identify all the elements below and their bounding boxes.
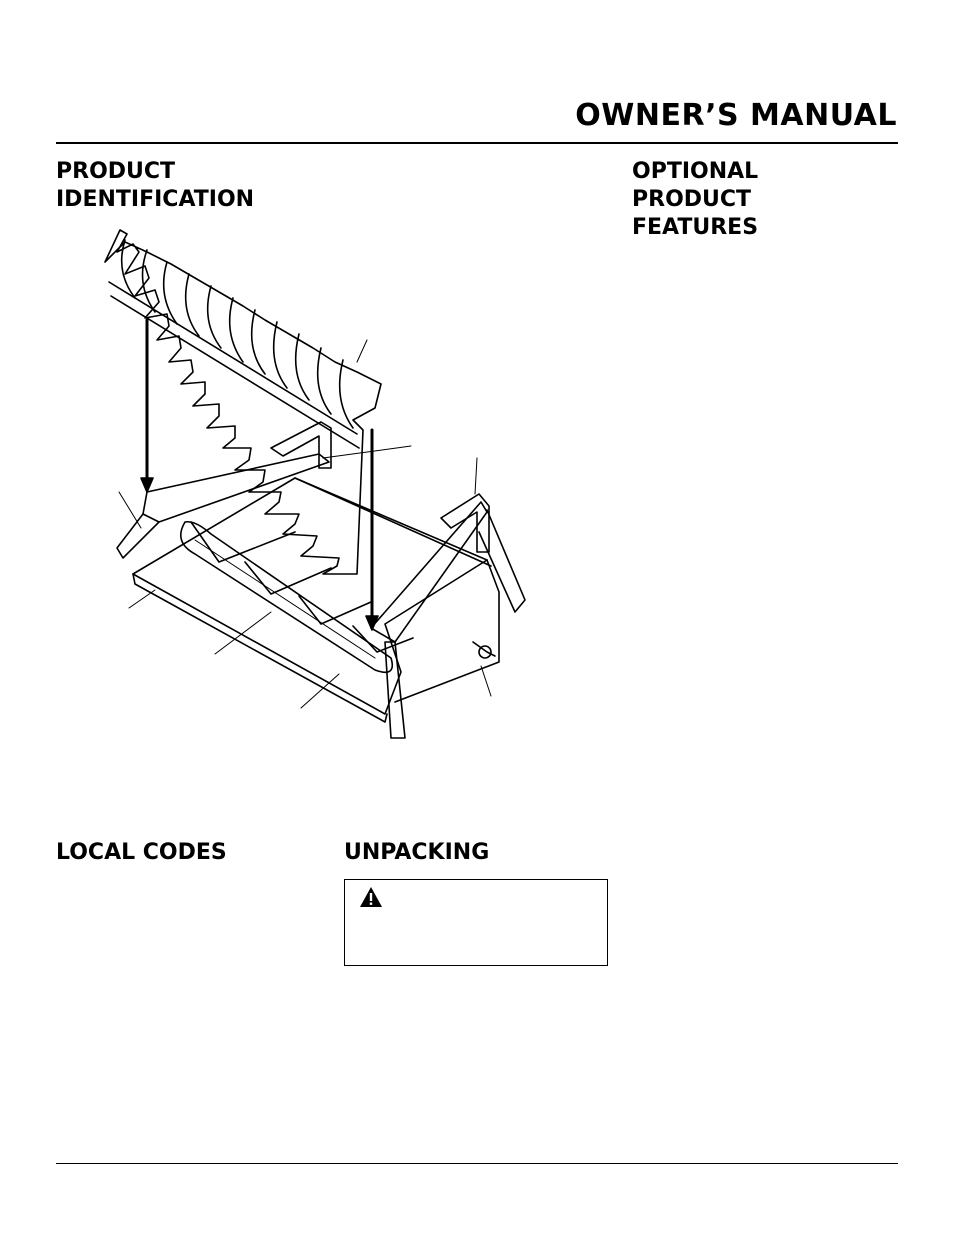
heading-line: PRODUCT	[56, 159, 176, 184]
header-rule	[56, 142, 898, 144]
heading-line: IDENTIFICATION	[56, 187, 255, 212]
manual-title: OWNER’S MANUAL	[575, 98, 897, 133]
product-identification-heading: PRODUCT IDENTIFICATION	[56, 158, 254, 214]
ember-grate	[104, 229, 382, 575]
heading-line: FEATURES	[632, 215, 759, 240]
heading-line: PRODUCT	[632, 187, 752, 212]
footer-rule	[56, 1163, 898, 1164]
burner-assembly-illustration	[104, 229, 526, 739]
warning-triangle-icon	[360, 887, 382, 907]
warning-box	[344, 879, 608, 966]
local-codes-heading: LOCAL CODES	[56, 840, 227, 865]
unpacking-heading: UNPACKING	[344, 840, 490, 865]
optional-features-heading: OPTIONAL PRODUCT FEATURES	[632, 158, 758, 242]
heading-line: OPTIONAL	[632, 159, 759, 184]
